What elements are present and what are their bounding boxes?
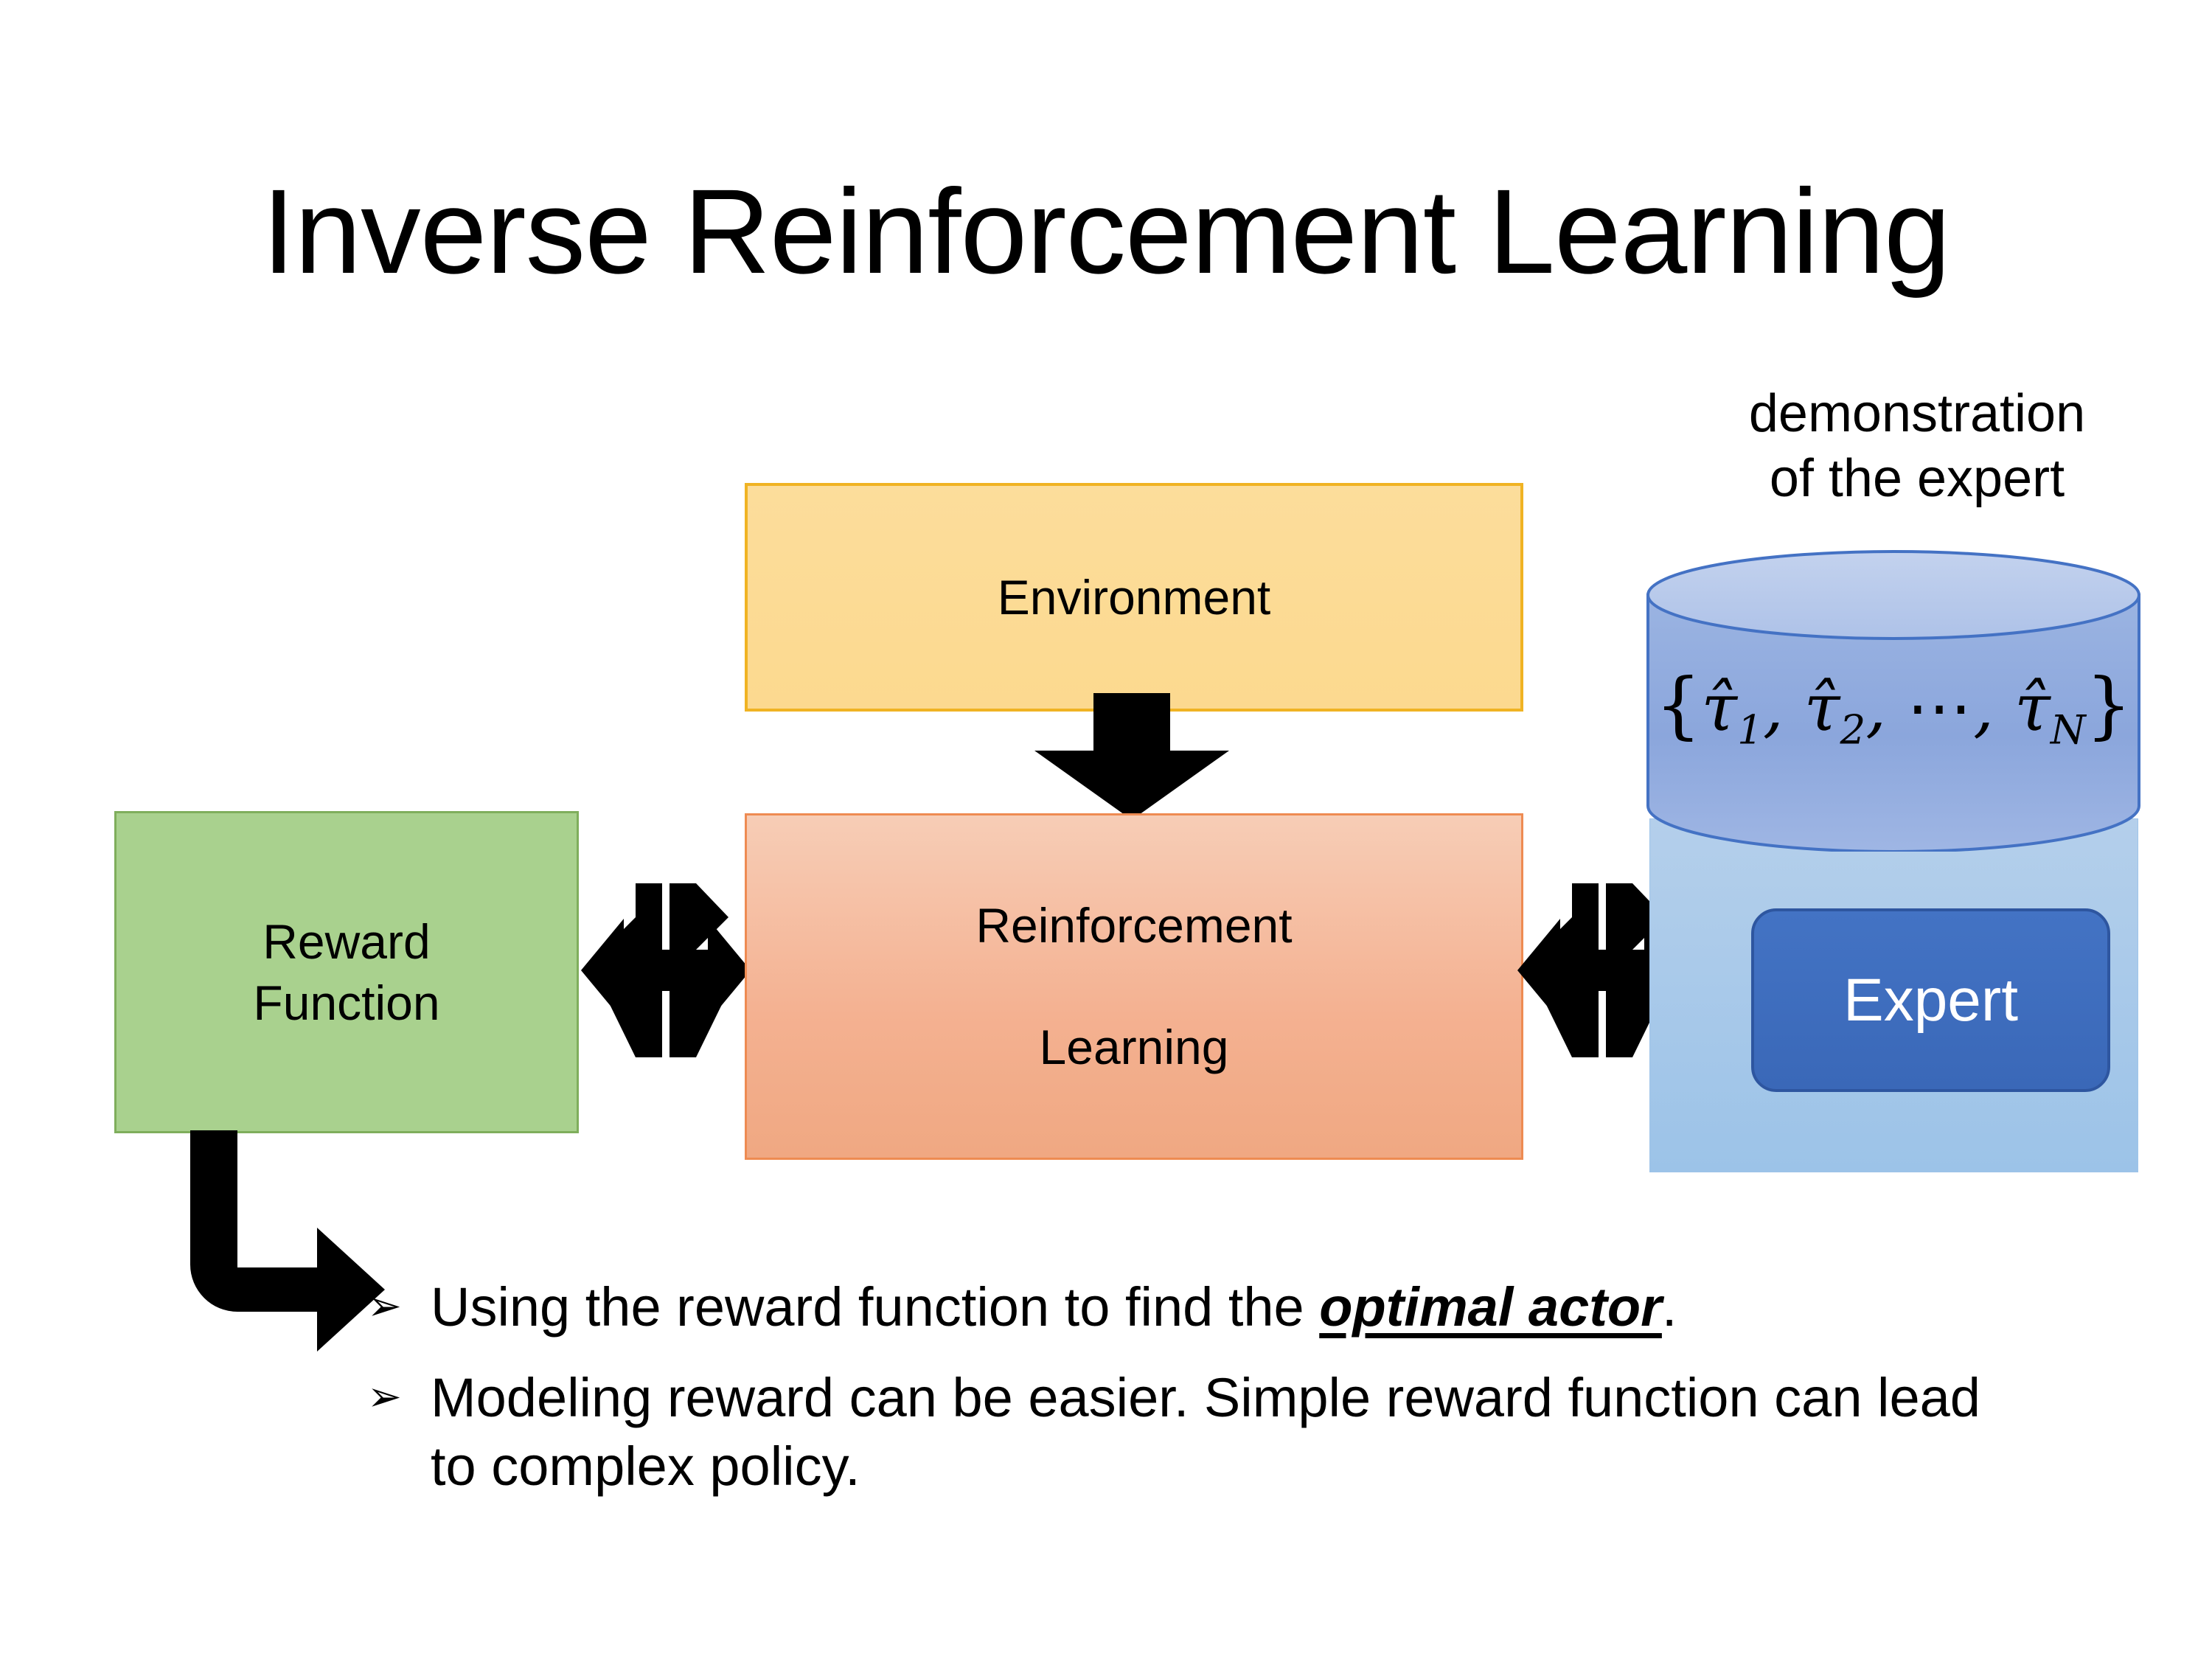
reinforcement-learning-box-label: Reinforcement Learning [975,895,1292,1078]
page-title: Inverse Reinforcement Learning [262,164,1951,299]
expert-caption-line1: demonstration [1748,384,2086,443]
bullet-text-after: . [1661,1276,1677,1338]
left-right-up-down-arrow-icon [1517,883,1687,1057]
formula-ellipsis: ⋯ [1907,669,1974,745]
bent-arrow-icon [190,1130,385,1352]
formula-sub-2: 2 [1840,706,1866,754]
bullet-text-before: Using the reward function to find the [431,1276,1320,1338]
down-arrow-icon [1034,693,1229,820]
rl-label-line1: Reinforcement [975,898,1293,953]
left-right-up-down-arrow-icon [581,883,751,1057]
formula-comma-1: , [1762,669,1784,745]
formula-open-brace: { [1655,664,1702,748]
environment-box[interactable]: Environment [745,483,1523,712]
formula-sub-1: 1 [1737,706,1763,754]
formula-comma-2: , [1865,669,1887,745]
environment-box-label: Environment [997,569,1271,625]
expert-demonstration-caption: demonstration of the expert [1637,382,2197,512]
expert-box-label: Expert [1843,966,2018,1034]
list-item: ➢ Using the reward function to find the … [367,1273,1989,1341]
bullet-emphasis: optimal actor [1319,1276,1662,1338]
formula-tau-1: τ̂ [1701,669,1738,745]
expert-box[interactable]: Expert [1751,908,2110,1092]
bullet-arrow-icon: ➢ [367,1373,402,1420]
trajectory-set-formula: {τ̂1, τ̂2, ⋯, τ̂N} [1646,664,2141,754]
expert-caption-line2: of the expert [1769,448,2065,508]
bullet-text: Modeling reward can be easier. Simple re… [431,1367,1980,1498]
formula-tau-n: τ̂ [2014,669,2051,745]
list-item: ➢ Modeling reward can be easier. Simple … [367,1363,1989,1500]
bullet-list: ➢ Using the reward function to find the … [367,1273,1989,1501]
formula-tau-2: τ̂ [1804,669,1840,745]
reward-function-box[interactable]: Reward Function [114,811,579,1133]
reward-function-box-label: Reward Function [253,911,439,1033]
bullet-text: Using the reward function to find the op… [431,1273,1989,1341]
formula-sub-n: N [2050,706,2086,754]
database-cylinder-icon [1646,550,2140,852]
reinforcement-learning-box[interactable]: Reinforcement Learning [745,813,1523,1160]
bullet-arrow-icon: ➢ [367,1282,402,1329]
formula-close-brace: } [2085,664,2132,748]
formula-comma-3: , [1973,669,1994,745]
reward-function-label-line2: Function [253,975,440,1030]
rl-label-line2: Learning [1039,1020,1229,1075]
reward-function-label-line1: Reward [262,914,431,969]
